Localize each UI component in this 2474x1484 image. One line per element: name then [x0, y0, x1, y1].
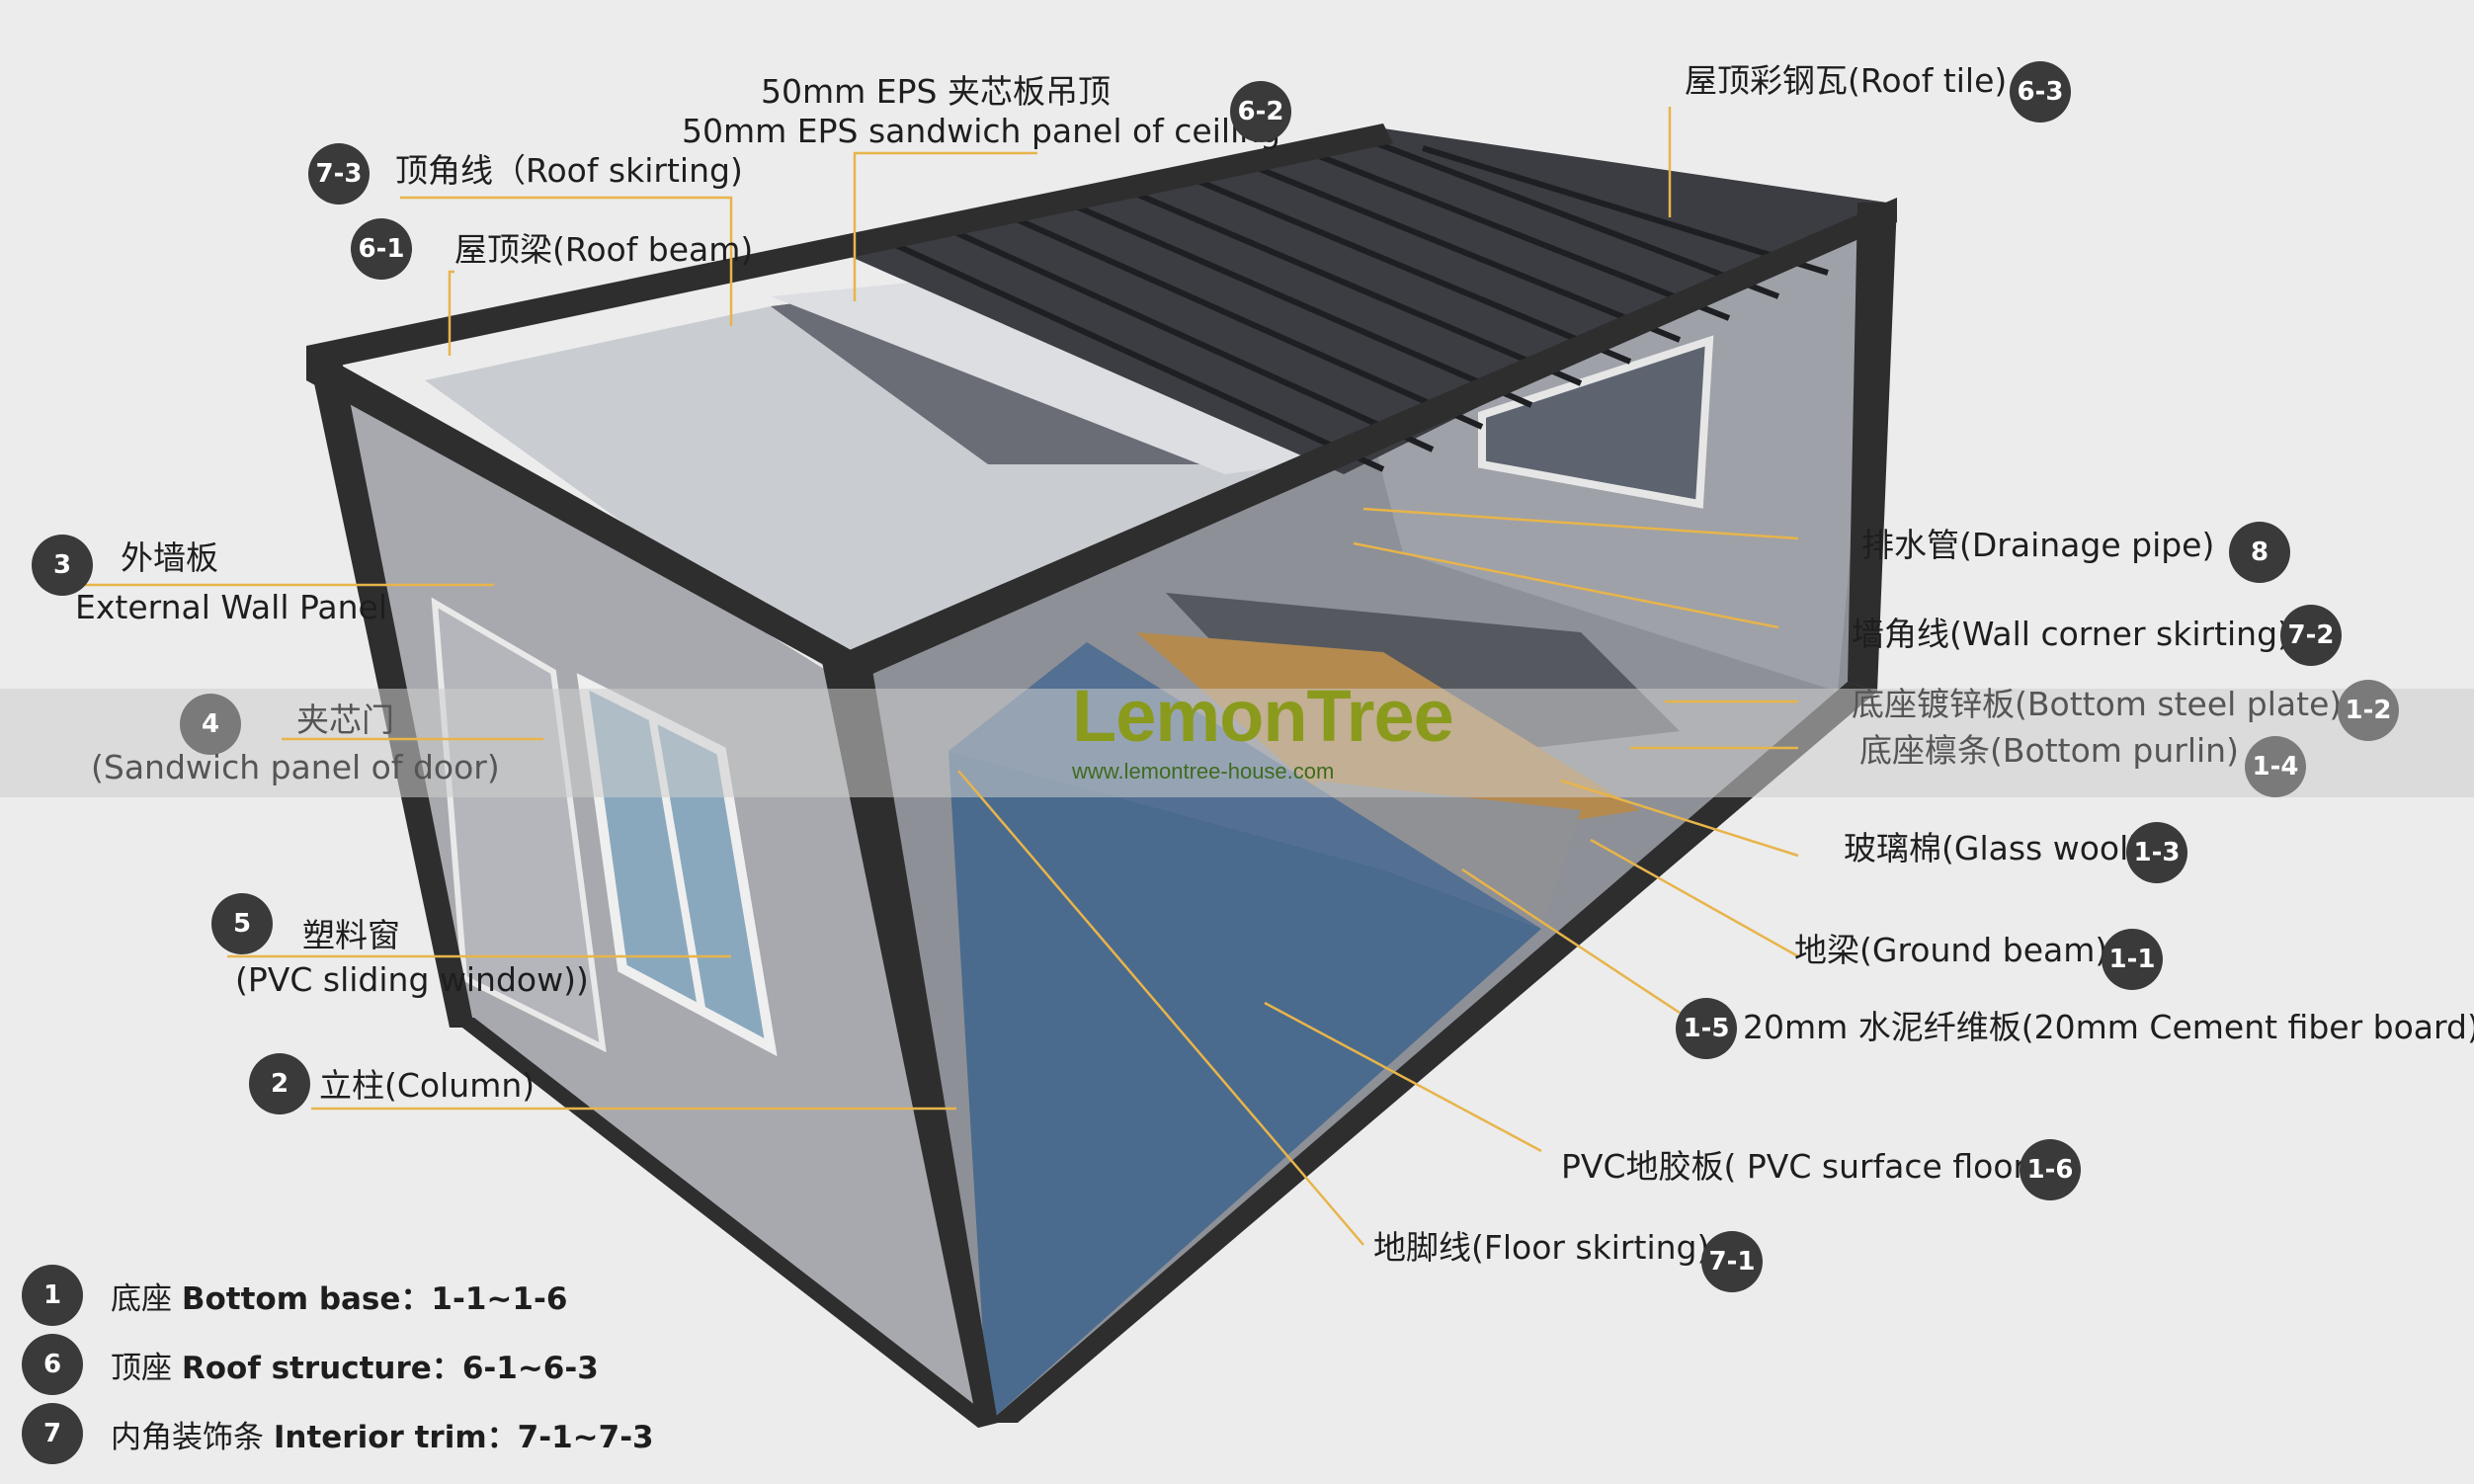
label-door-zh: 夹芯门 [296, 701, 394, 739]
legend-en: Bottom base： [181, 1280, 432, 1317]
badge-6-3: 6-3 [2010, 61, 2071, 123]
ground-beam-left [450, 1018, 998, 1428]
badge-4: 4 [180, 694, 241, 755]
legend-range: 6-1~6-3 [461, 1350, 599, 1386]
badge-1-1: 1-1 [2102, 929, 2163, 990]
leader-1-5 [1461, 867, 1681, 1015]
label-floor-skirting: 地脚线(Floor skirting) [1373, 1228, 1710, 1267]
badge-2: 2 [249, 1053, 310, 1114]
legend-row-7: 7 内角装饰条 Interior trim：7-1~7-3 [22, 1403, 654, 1464]
label-window-zh: 塑料窗 [302, 916, 400, 954]
leader-1-3 [1560, 779, 1799, 858]
badge-1-4: 1-4 [2245, 736, 2306, 797]
badge-1-5: 1-5 [1676, 998, 1737, 1059]
legend-zh: 内角装饰条 [111, 1419, 264, 1455]
column-front [820, 652, 998, 1428]
badge-8: 8 [2229, 522, 2290, 583]
legend-row-1: 1 底座 Bottom base：1-1~1-6 [22, 1265, 567, 1326]
legend-badge: 7 [22, 1403, 83, 1464]
legend-en: Roof structure： [181, 1350, 462, 1386]
badge-3: 3 [32, 535, 93, 596]
badge-1-2: 1-2 [2338, 680, 2399, 741]
label-external-wall-en: External Wall Panel [75, 588, 387, 626]
legend-en: Interior trim： [273, 1419, 518, 1455]
column-right [1848, 203, 1897, 692]
label-window-en: (PVC sliding window)) [235, 960, 589, 999]
legend-badge: 1 [22, 1265, 83, 1326]
label-roof-beam: 屋顶梁(Roof beam) [454, 230, 754, 269]
badge-6-1: 6-1 [351, 218, 412, 280]
label-glass-wool: 玻璃棉(Glass wool) [1844, 829, 2142, 867]
right-window [1478, 335, 1714, 509]
roof-beam-right [845, 198, 1897, 682]
ceiling-panel [425, 306, 1344, 682]
label-door-en: (Sandwich panel of door) [91, 748, 500, 786]
badge-6-2: 6-2 [1230, 81, 1291, 142]
badge-1-3: 1-3 [2126, 822, 2187, 883]
label-drainage-pipe: 排水管(Drainage pipe) [1861, 526, 2215, 564]
label-bottom-steel-plate: 底座镀锌板(Bottom steel plate) [1852, 685, 2343, 723]
column-left [306, 346, 474, 1028]
roof-corrugations [887, 135, 1829, 472]
leader-7-1 [957, 770, 1364, 1246]
frame [306, 124, 1897, 1428]
legend-zh: 底座 [111, 1280, 172, 1317]
leader-6-1 [448, 270, 454, 356]
legend-badge: 6 [22, 1334, 83, 1395]
legend-row-6: 6 顶座 Roof structure：6-1~6-3 [22, 1334, 599, 1395]
ceiling-eps-panel [771, 282, 1373, 474]
badge-1-6: 1-6 [2020, 1139, 2081, 1200]
leader-7-3 [400, 196, 733, 326]
pvc-floor [948, 751, 1541, 1423]
label-ceiling-zh: 50mm EPS 夹芯板吊顶 [761, 72, 1111, 111]
label-roof-skirting: 顶角线（Roof skirting) [395, 151, 743, 190]
leader-8 [1362, 507, 1799, 540]
label-bottom-purlin: 底座檩条(Bottom purlin) [1859, 731, 2239, 770]
roof-beam-left [306, 346, 855, 682]
leader-6-2 [853, 151, 1037, 301]
label-roof-tile: 屋顶彩钢瓦(Roof tile) [1685, 61, 2008, 100]
label-column: 立柱(Column) [319, 1066, 536, 1105]
label-ground-beam: 地梁(Ground beam) [1794, 931, 2108, 969]
label-external-wall-zh: 外墙板 [121, 538, 218, 577]
label-ceiling-en: 50mm EPS sandwich panel of ceiling [682, 112, 1281, 150]
leader-7-2 [1353, 541, 1779, 629]
legend-zh: 顶座 [111, 1350, 172, 1386]
badge-5: 5 [211, 893, 273, 954]
label-wall-corner-skirting: 墙角线(Wall corner skirting) [1852, 615, 2290, 653]
label-pvc-floor: PVC地胶板( PVC surface floor) [1561, 1147, 2039, 1186]
leader-1-6 [1264, 1001, 1542, 1153]
roof-beam-back [306, 124, 1393, 371]
label-cement-fiber-board: 20mm 水泥纤维板(20mm Cement fiber board) [1743, 1008, 2474, 1046]
legend-range: 1-1~1-6 [431, 1280, 568, 1317]
leader-1-1 [1590, 838, 1799, 958]
logo-band [0, 689, 2474, 797]
badge-7-2: 7-2 [2280, 605, 2342, 666]
badge-7-3: 7-3 [308, 143, 370, 205]
legend-range: 7-1~7-3 [517, 1419, 654, 1455]
ground-beam-right [988, 682, 1877, 1423]
badge-7-1: 7-1 [1701, 1231, 1763, 1292]
logo-url: www.lemontree-house.com [1072, 759, 1335, 783]
